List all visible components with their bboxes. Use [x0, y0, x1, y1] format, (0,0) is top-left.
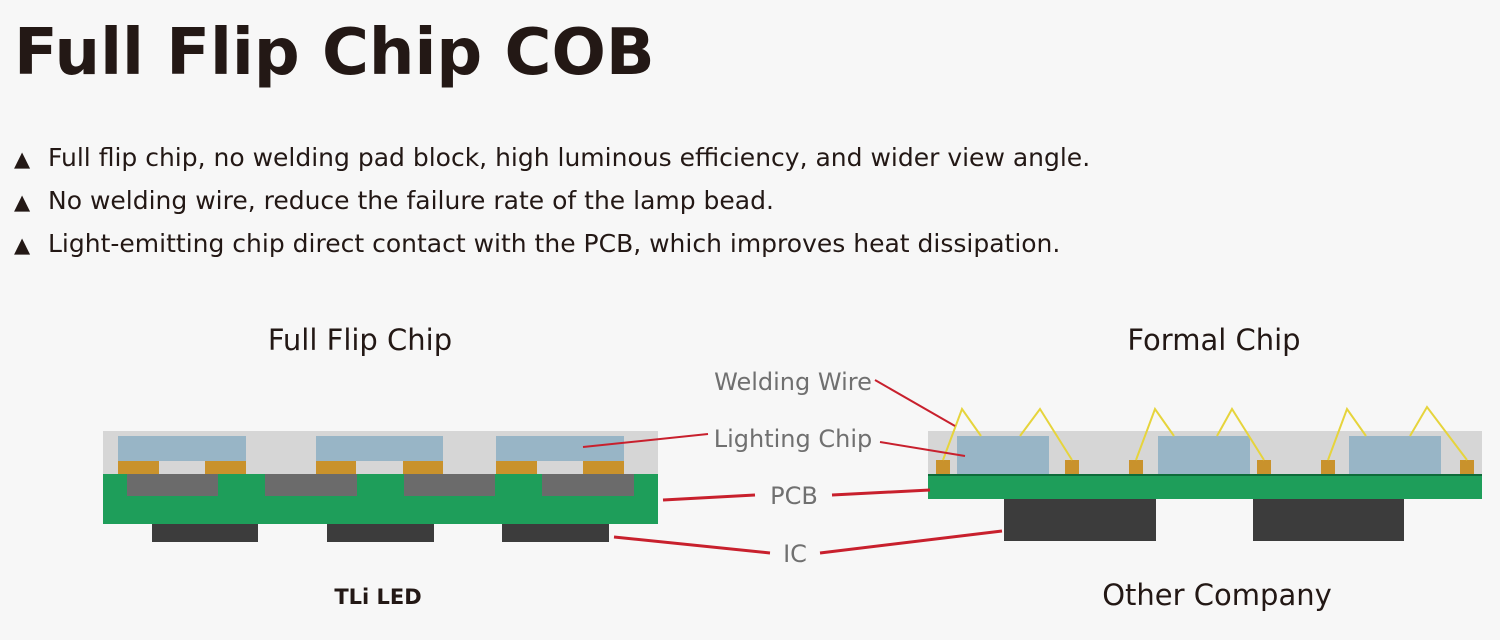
- welding-wire: [1327, 406, 1367, 461]
- ic-block: [327, 524, 434, 542]
- solder-pad: [936, 460, 950, 474]
- pcb-inner-layer: [265, 474, 357, 496]
- ic-block: [502, 524, 609, 542]
- leader-line: [874, 379, 956, 427]
- feature-item: ▲ Full flip chip, no welding pad block, h…: [14, 136, 1090, 179]
- lighting-chip: [1349, 436, 1441, 474]
- leader-line: [582, 433, 709, 448]
- left-diagram-caption: TLi LED: [334, 585, 421, 609]
- callouts: Welding Wire Lighting Chip PCB IC: [582, 368, 1003, 568]
- formal-chip-diagram: [928, 405, 1482, 541]
- lighting-chip: [118, 436, 246, 461]
- solder-pad: [1257, 460, 1271, 474]
- solder-pad: [1321, 460, 1335, 474]
- feature-text: Full flip chip, no welding pad block, hi…: [48, 143, 1091, 172]
- lighting-chip: [1158, 436, 1250, 474]
- callout-welding-wire: Welding Wire: [714, 368, 872, 396]
- solder-pad: [1065, 460, 1079, 474]
- full-flip-chip-diagram: [103, 431, 658, 542]
- welding-wire: [1019, 407, 1073, 461]
- callout-pcb: PCB: [770, 482, 818, 510]
- lighting-chip: [957, 436, 1049, 474]
- feature-list: ▲ Full flip chip, no welding pad block, h…: [14, 136, 1090, 265]
- leader-line: [819, 529, 1003, 555]
- feature-item: ▲ No welding wire, reduce the failure rat…: [14, 179, 1090, 222]
- solder-pad: [205, 461, 246, 474]
- right-diagram-caption: Other Company: [1102, 578, 1332, 612]
- callout-ic: IC: [783, 540, 807, 568]
- leader-line: [613, 535, 771, 555]
- pcb-inner-layer: [542, 474, 634, 496]
- pcb-board: [928, 474, 1482, 499]
- welding-wire: [942, 406, 982, 461]
- feature-item: ▲ Light-emitting chip direct contact with…: [14, 222, 1090, 265]
- solder-pad: [496, 461, 537, 474]
- leader-line: [879, 441, 966, 457]
- callout-lighting-chip: Lighting Chip: [714, 425, 873, 453]
- pcb-inner-layer: [404, 474, 495, 496]
- ic-block: [152, 524, 258, 542]
- leader-line: [662, 493, 756, 502]
- welding-wire: [1135, 406, 1175, 461]
- solder-pad: [1129, 460, 1143, 474]
- ic-block: [1004, 499, 1156, 541]
- pcb-inner-layer: [127, 474, 218, 496]
- page-title: Full Flip Chip COB: [14, 16, 655, 90]
- feature-text: No welding wire, reduce the failure rate…: [48, 186, 774, 215]
- triangle-up-icon: ▲: [14, 190, 31, 214]
- solder-pad: [1460, 460, 1474, 474]
- welding-wire: [1409, 405, 1468, 461]
- solder-pad: [118, 461, 159, 474]
- welding-wire: [1216, 407, 1265, 461]
- solder-pad: [403, 461, 443, 474]
- ic-block: [1253, 499, 1404, 541]
- feature-text: Light-emitting chip direct contact with …: [48, 229, 1061, 258]
- triangle-up-icon: ▲: [14, 233, 31, 257]
- leader-line: [831, 488, 931, 497]
- solder-pad: [583, 461, 624, 474]
- right-diagram-heading: Formal Chip: [1127, 323, 1300, 357]
- lighting-chip: [496, 436, 624, 461]
- left-diagram-heading: Full Flip Chip: [268, 323, 452, 357]
- solder-pad: [316, 461, 356, 474]
- lighting-chip: [316, 436, 443, 461]
- triangle-up-icon: ▲: [14, 147, 31, 171]
